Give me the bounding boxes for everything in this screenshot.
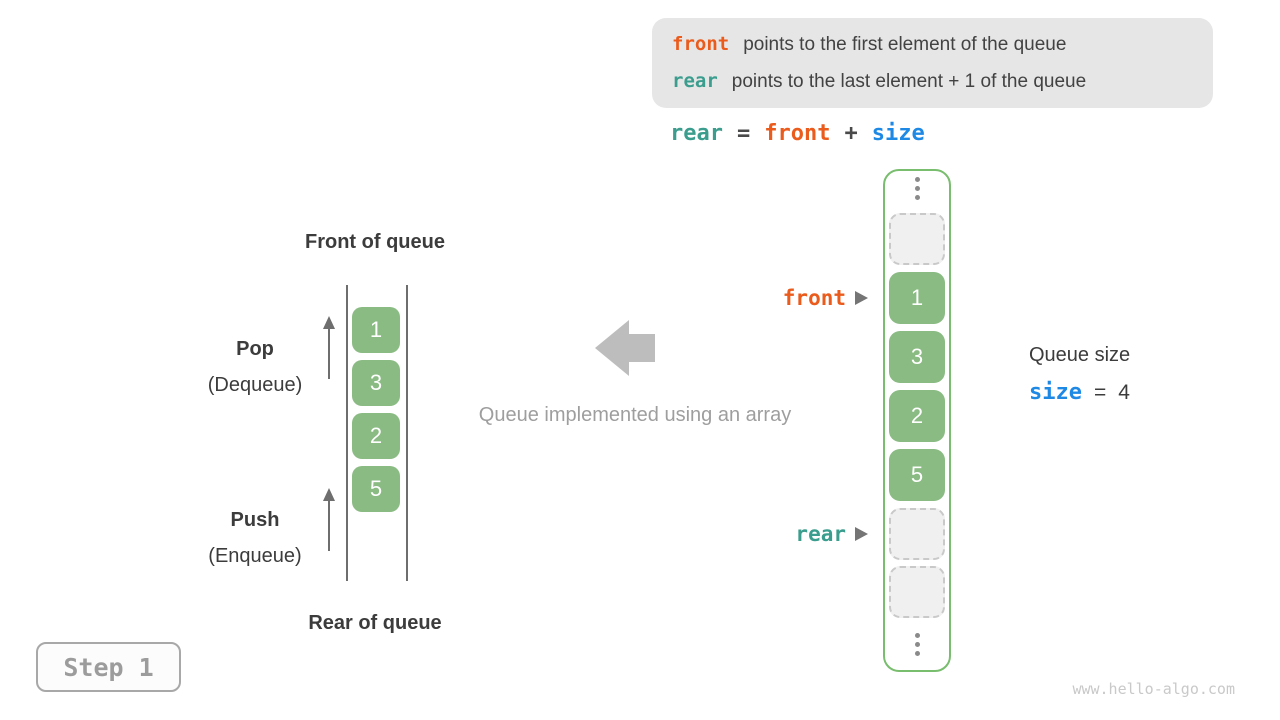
formula-token-size: size [871,121,925,146]
rear-of-queue-label: Rear of queue [308,612,442,634]
array-cell-value: 5 [889,449,945,501]
pop-text: Pop [236,338,274,360]
push-up-arrow-icon [323,488,335,551]
enqueue-text: (Enqueue) [208,545,302,567]
array-cell-empty [889,508,945,560]
front-description: points to the first element of the queue [743,34,1067,55]
size-value: 4 [1118,381,1130,404]
array-cell-value: 2 [889,390,945,442]
queue-size-expression: size = 4 [1029,380,1130,405]
array-cell-empty [889,566,945,618]
legend-box: front points to the first element of the… [652,18,1213,108]
dequeue-text: (Dequeue) [207,374,303,396]
array-cell-empty [889,213,945,265]
rear-description: points to the last element + 1 of the qu… [731,71,1087,92]
legend-line-front: front points to the first element of the… [672,29,1193,60]
left-queue-cell: 2 [352,413,400,459]
left-queue-cells: 1 3 2 5 [352,307,400,512]
step-badge: Step 1 [36,642,181,692]
size-equals: = [1093,381,1107,404]
array-cell-value: 1 [889,272,945,324]
watermark: www.hello-algo.com [1072,680,1235,698]
push-text: Push [230,509,280,531]
pop-label: Pop (Dequeue) [175,337,335,397]
left-queue-cell: 5 [352,466,400,512]
rear-keyword: rear [672,70,718,92]
rear-pointer-label: rear [795,522,846,546]
left-queue-cell: 3 [352,360,400,406]
size-keyword: size [1029,380,1082,405]
queue-channel-right-line [406,285,408,581]
rear-pointer: rear [690,522,868,546]
formula-token-rear: rear [670,121,723,146]
queue-channel-left-line [346,285,348,581]
front-of-queue-label: Front of queue [305,231,445,253]
left-queue-cell: 1 [352,307,400,353]
formula-token-equals: = [736,121,751,146]
formula-token-plus: + [844,121,858,146]
array-cell-value: 3 [889,331,945,383]
ellipsis-dots-icon [889,633,945,656]
front-pointer-label: front [782,286,846,310]
queue-size-title: Queue size [1029,344,1131,366]
formula-rear-front-size: rear = front + size [670,121,925,146]
push-label: Push (Enqueue) [175,508,335,568]
front-keyword: front [672,33,730,55]
legend-line-rear: rear points to the last element + 1 of t… [672,66,1193,97]
middle-caption: Queue implemented using an array [478,404,792,426]
formula-token-front: front [764,121,831,146]
left-arrow-icon [595,320,655,376]
ellipsis-dots-icon [889,177,945,200]
front-pointer-arrow-icon [855,291,868,305]
pop-up-arrow-icon [323,316,335,379]
front-pointer: front [690,286,868,310]
rear-pointer-arrow-icon [855,527,868,541]
